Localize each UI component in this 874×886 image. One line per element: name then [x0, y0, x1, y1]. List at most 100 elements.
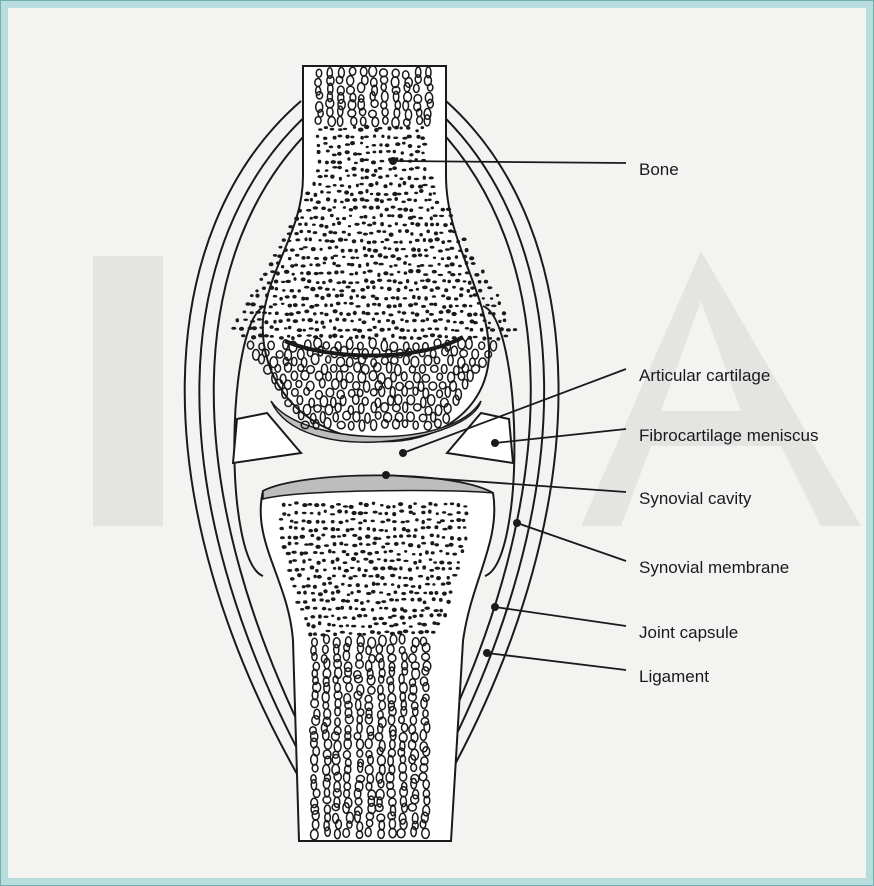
trabecula	[318, 128, 322, 131]
trabecula	[380, 286, 384, 289]
trabecula	[404, 286, 408, 290]
trabecula	[417, 598, 422, 602]
trabecula	[403, 577, 408, 579]
trabecula	[318, 175, 323, 178]
trabecula	[486, 327, 491, 330]
trabecula	[445, 248, 450, 251]
trabecula	[373, 617, 377, 621]
trabecula	[425, 583, 430, 586]
trabecula	[435, 201, 439, 204]
trabecula	[455, 255, 458, 259]
trabecula	[421, 609, 425, 612]
trabecula	[372, 502, 375, 505]
trabecula	[334, 585, 339, 588]
trabecula	[344, 190, 349, 194]
trabecula	[400, 615, 405, 619]
trabecula	[453, 321, 457, 324]
trabecula	[414, 178, 419, 181]
trabecula	[288, 536, 292, 540]
trabecula	[484, 280, 488, 284]
trabecula	[339, 312, 343, 316]
trabecula	[348, 233, 351, 237]
trabecula	[376, 230, 381, 233]
trabecula	[337, 161, 342, 165]
trabecula	[414, 281, 418, 284]
trabecula	[425, 550, 429, 554]
trabecula	[379, 143, 382, 146]
trabecula	[279, 246, 283, 249]
trabecula	[326, 197, 330, 201]
trabecula	[287, 569, 292, 572]
trabecula	[389, 265, 393, 268]
trabecula	[429, 176, 434, 179]
trabecula	[269, 262, 274, 266]
trabecula	[405, 320, 409, 323]
trabecula	[290, 264, 294, 267]
trabecula	[342, 280, 346, 284]
trabecula	[394, 542, 399, 546]
label-ligament: Ligament	[639, 667, 709, 687]
trabecula	[268, 312, 272, 315]
trabecula	[306, 256, 310, 259]
trabecula	[415, 518, 419, 521]
trabecula	[382, 622, 387, 625]
trabecula	[333, 633, 337, 637]
trabecula	[422, 520, 425, 524]
label-articular-cartilage: Articular cartilage	[639, 366, 770, 386]
trabecula	[415, 150, 420, 153]
trabecula	[337, 221, 341, 225]
trabecula	[407, 198, 412, 201]
trabecula	[410, 184, 415, 188]
trabecula	[302, 585, 306, 588]
trabecula	[513, 328, 517, 331]
trabecula	[364, 278, 368, 282]
trabecula	[417, 296, 421, 300]
trabecula	[481, 270, 485, 274]
trabecula	[469, 256, 474, 260]
trabecula	[357, 567, 361, 571]
trabecula	[331, 535, 336, 538]
trabecula	[257, 318, 262, 321]
trabecula	[429, 313, 434, 316]
trabecula	[360, 550, 365, 554]
trabecula	[373, 567, 379, 571]
trabecula	[361, 177, 364, 180]
trabecula	[316, 520, 320, 524]
trabecula	[444, 503, 448, 506]
trabecula	[381, 135, 384, 138]
trabecula	[344, 544, 349, 546]
trabecula	[297, 573, 302, 577]
trabecula	[431, 206, 434, 209]
trabecula	[340, 270, 344, 273]
trabecula	[416, 135, 420, 139]
trabecula	[333, 184, 337, 187]
trabecula	[448, 567, 452, 570]
trabecula	[408, 176, 412, 180]
trabecula	[432, 583, 435, 586]
trabecula	[429, 569, 434, 572]
trabecula	[288, 504, 292, 506]
trabecula	[352, 174, 356, 177]
trabecula	[423, 273, 428, 276]
trabecula	[311, 592, 315, 595]
trabecula	[463, 280, 467, 282]
trabecula	[444, 327, 447, 331]
trabecula	[331, 160, 336, 164]
trabecula	[264, 334, 269, 337]
trabecula	[418, 207, 423, 209]
trabecula	[465, 327, 469, 330]
trabecula	[360, 197, 365, 201]
trabecula	[409, 625, 413, 627]
trabecula	[423, 601, 427, 605]
trabecula	[281, 281, 286, 283]
trabecula	[439, 609, 443, 613]
trabecula	[324, 544, 329, 547]
trabecula	[251, 335, 256, 339]
trabecula	[491, 305, 497, 308]
trabecula	[259, 326, 264, 329]
trabecula	[498, 301, 501, 305]
trabecula	[323, 262, 327, 265]
trabecula	[342, 575, 346, 578]
trabecula	[243, 319, 248, 321]
trabecula	[406, 329, 410, 332]
